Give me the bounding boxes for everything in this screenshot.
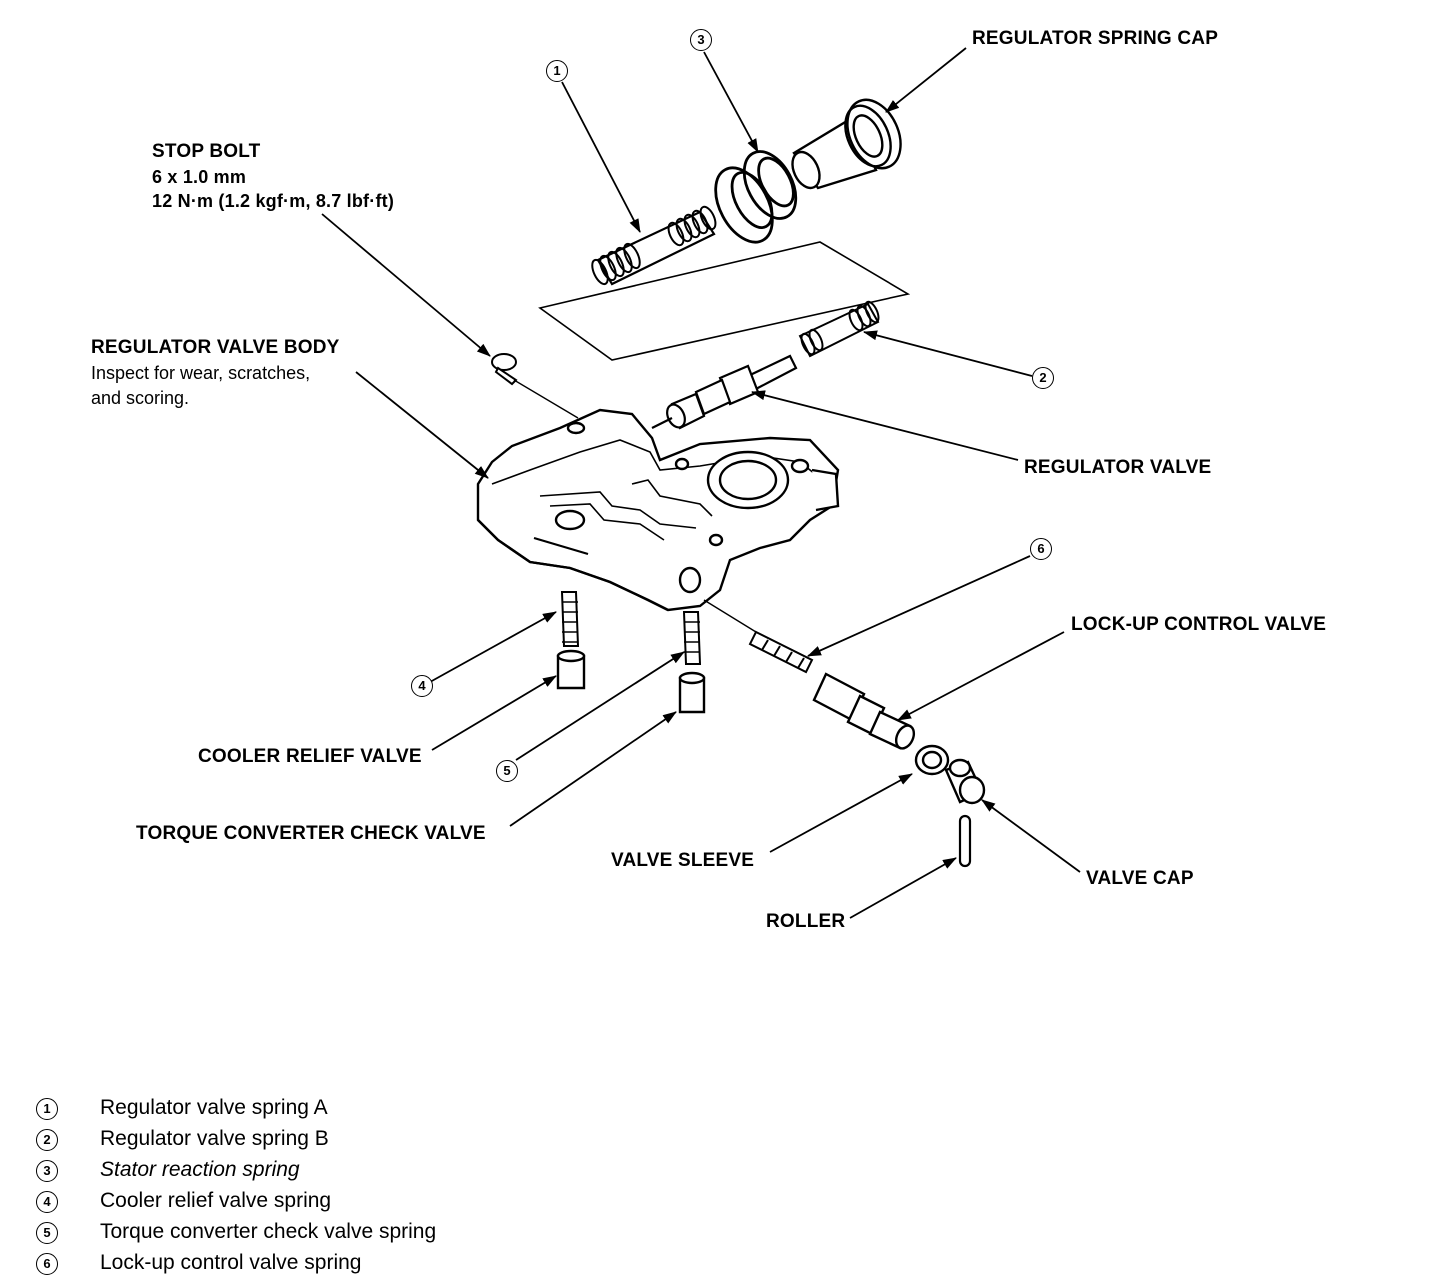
legend-text: Regulator valve spring B: [100, 1127, 329, 1150]
regulator-valve-part: [651, 354, 798, 430]
lock-up-control-valve-spring: [748, 630, 814, 674]
callout-2: 2: [1032, 367, 1054, 389]
label-cooler-relief-valve: COOLER RELIEF VALVE: [198, 746, 422, 767]
label-roller: ROLLER: [766, 911, 846, 932]
legend-text: Torque converter check valve spring: [100, 1220, 437, 1243]
legend-number: 1: [36, 1098, 58, 1120]
leader-lines: [321, 47, 1081, 919]
label-valve-body-note-1: Inspect for wear, scratches,: [91, 363, 311, 383]
torque-converter-check-valve-spring: [682, 611, 702, 665]
valve-cap-part: [944, 758, 986, 805]
legend-text: Regulator valve spring A: [100, 1096, 328, 1119]
label-regulator-valve: REGULATOR VALVE: [1024, 457, 1212, 478]
valve-sleeve-part: [914, 744, 950, 776]
spring-group-outline: [538, 241, 911, 361]
legend-number: 5: [36, 1222, 58, 1244]
label-stop-bolt-size: 6 x 1.0 mm: [152, 167, 247, 187]
legend-number: 4: [36, 1191, 58, 1213]
lock-up-axis-line: [703, 599, 757, 633]
roller-part: [958, 814, 972, 868]
cooler-relief-valve-part: [556, 649, 586, 690]
label-valve-body-note-2: and scoring.: [91, 388, 190, 408]
regulator-valve-spring-a: [591, 205, 717, 286]
label-regulator-spring-cap: REGULATOR SPRING CAP: [972, 28, 1219, 49]
label-stop-bolt: STOP BOLT: [152, 141, 261, 162]
label-lock-up-control-valve: LOCK-UP CONTROL VALVE: [1071, 614, 1327, 635]
lock-up-control-valve-part: [812, 672, 916, 750]
callout-1: 1: [546, 60, 568, 82]
label-regulator-valve-body: REGULATOR VALVE BODY: [91, 337, 340, 358]
legend-text: Lock-up control valve spring: [100, 1251, 362, 1274]
callout-5: 5: [496, 760, 518, 782]
regulator-valve-spring-b: [798, 300, 880, 358]
torque-converter-check-valve-part: [678, 671, 706, 714]
label-valve-cap: VALVE CAP: [1086, 868, 1194, 889]
regulator-spring-cap: [791, 98, 902, 190]
label-stop-bolt-torque: 12 N·m (1.2 kgf·m, 8.7 lbf·ft): [152, 191, 395, 211]
stop-bolt-part: [491, 353, 579, 419]
legend-text: Cooler relief valve spring: [100, 1189, 332, 1212]
callout-3: 3: [690, 29, 712, 51]
legend-number: 3: [36, 1160, 58, 1182]
callout-4: 4: [411, 675, 433, 697]
stator-reaction-spring: [714, 150, 798, 244]
legend-number: 2: [36, 1129, 58, 1151]
legend-text: Stator reaction spring: [100, 1158, 300, 1181]
label-valve-sleeve: VALVE SLEEVE: [611, 850, 755, 871]
callout-6: 6: [1030, 538, 1052, 560]
regulator-valve-body: [476, 408, 840, 612]
cooler-relief-valve-spring: [560, 591, 580, 647]
label-torque-converter-check-valve: TORQUE CONVERTER CHECK VALVE: [136, 823, 486, 844]
legend-number: 6: [36, 1253, 58, 1275]
